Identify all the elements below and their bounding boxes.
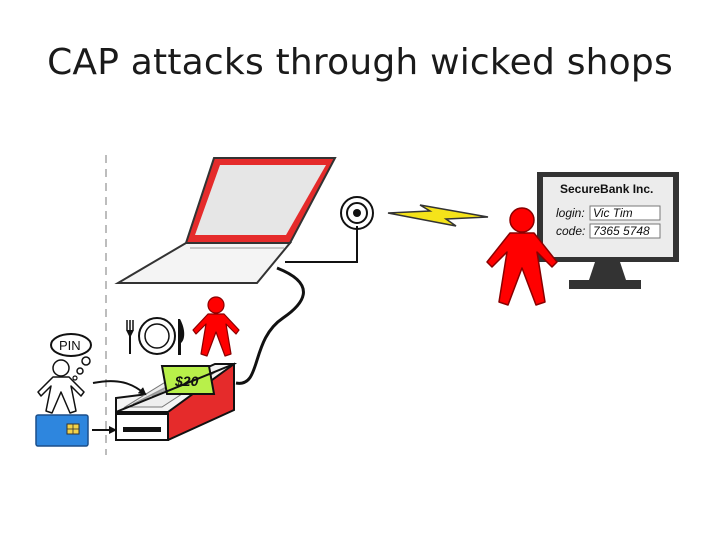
terminal-outline bbox=[115, 362, 235, 441]
attacker-body bbox=[486, 232, 558, 306]
wireless-antenna-icon bbox=[340, 196, 374, 230]
slide-title: CAP attacks through wicked shops bbox=[47, 42, 673, 83]
bank-monitor: SecureBank Inc. login: Vic Tim code: 736… bbox=[537, 172, 679, 289]
bank-title: SecureBank Inc. bbox=[560, 182, 653, 196]
login-field bbox=[589, 205, 661, 221]
victim-head bbox=[52, 359, 70, 377]
laptop bbox=[114, 157, 337, 284]
cable-laptop-antenna bbox=[285, 226, 358, 263]
chip-card-icon bbox=[35, 414, 89, 447]
code-label: code: bbox=[556, 224, 585, 238]
card-body bbox=[35, 414, 89, 447]
fork-plate-knife-icon bbox=[126, 317, 185, 355]
accomplice-body bbox=[192, 313, 240, 357]
thought-bubble-text: PIN bbox=[59, 338, 81, 353]
login-label: login: bbox=[556, 206, 585, 220]
accomplice-head bbox=[207, 296, 225, 314]
code-value: 7365 5748 bbox=[593, 224, 650, 238]
card-slot bbox=[123, 427, 161, 432]
monitor-stand bbox=[569, 280, 641, 289]
monitor-neck bbox=[589, 262, 626, 280]
arrow-pin-entry bbox=[92, 380, 147, 396]
payment-terminal: $20 bbox=[115, 362, 238, 441]
person-outline-icon bbox=[37, 359, 85, 414]
laptop-screen bbox=[195, 165, 326, 235]
cable-laptop-terminal bbox=[235, 266, 305, 385]
thought-bubble: PIN bbox=[50, 333, 92, 381]
laptop-base bbox=[114, 242, 293, 284]
login-value: Vic Tim bbox=[593, 206, 633, 220]
victim-body bbox=[37, 376, 85, 414]
accomplice-figure bbox=[192, 296, 240, 357]
lightning-bolt-icon bbox=[387, 204, 489, 227]
attacker-figure bbox=[486, 207, 558, 306]
code-field bbox=[589, 223, 661, 239]
attacker-head bbox=[509, 207, 535, 233]
